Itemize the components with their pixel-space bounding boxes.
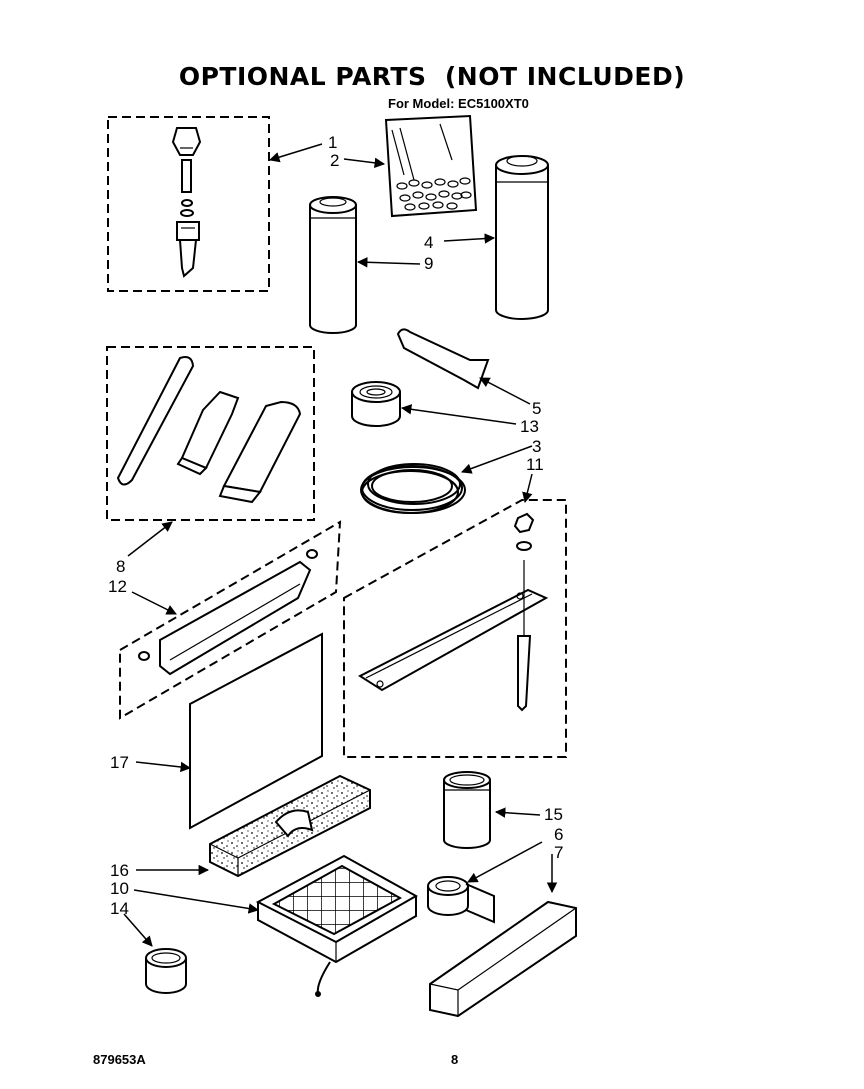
callout-13: 13 (520, 417, 539, 436)
callout-3: 3 (532, 437, 541, 456)
callout-9: 9 (424, 254, 433, 273)
tape-roll-part-6 (427, 876, 495, 924)
spray-can-part-4 (495, 155, 549, 320)
foam-blocks-part-16 (209, 774, 371, 878)
heater-tray-part-10 (255, 854, 419, 997)
callout-labels: 1 2 4 9 5 13 3 11 8 12 17 15 6 7 16 10 1… (108, 133, 563, 918)
callout-15: 15 (544, 805, 563, 824)
tape-roll-part-13 (351, 381, 401, 427)
callout-6: 6 (554, 825, 563, 844)
gasket-sheet-part-17 (189, 632, 323, 830)
tube-part-5 (396, 328, 490, 390)
valve-kit-part-1 (107, 116, 270, 292)
foam-strip-part-7 (429, 900, 577, 1018)
callout-17: 17 (110, 753, 129, 772)
cup-part-14 (145, 948, 187, 994)
callout-11: 11 (526, 455, 544, 474)
o-ring-bag-part-2 (384, 114, 478, 218)
page-title: OPTIONAL PARTS (NOT INCLUDED) (178, 62, 686, 91)
callout-2: 2 (330, 151, 339, 170)
tubing-coil-part-3 (360, 463, 466, 514)
callout-4: 4 (424, 233, 433, 252)
leader-lines (123, 143, 558, 947)
page-number: 8 (451, 1052, 459, 1067)
spray-can-part-9 (309, 196, 357, 334)
document-code: 879653A (93, 1052, 146, 1067)
callout-14: 14 (110, 899, 129, 918)
callout-5: 5 (532, 399, 541, 418)
callout-16: 16 (110, 861, 129, 880)
callout-12: 12 (108, 577, 127, 596)
callout-7: 7 (554, 843, 563, 862)
rail-kit-part-11 (343, 499, 567, 758)
callout-10: 10 (110, 879, 129, 898)
callout-8: 8 (116, 557, 125, 576)
compound-kit-part-8 (106, 346, 315, 521)
callout-1: 1 (328, 133, 337, 152)
paint-can-part-15 (443, 771, 491, 849)
model-subtitle: For Model: EC5100XT0 (388, 96, 529, 111)
mounting-bracket-part-12 (119, 520, 342, 720)
